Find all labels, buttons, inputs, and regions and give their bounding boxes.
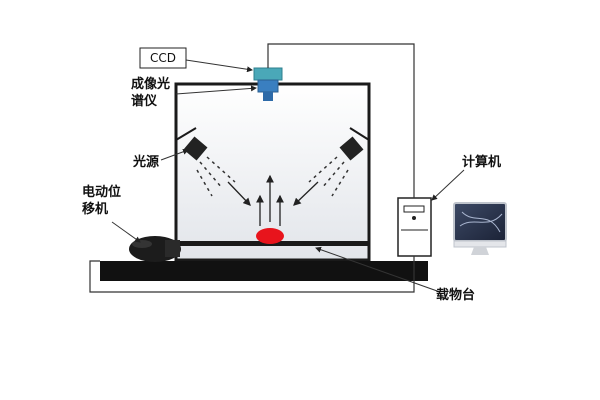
light-source-left-icon [183, 136, 208, 161]
light-source-label: 光源 [132, 154, 159, 170]
computer-label: 计算机 [462, 154, 501, 170]
light-rays [196, 156, 349, 197]
reflection-arrows [256, 174, 284, 226]
spectrometer-label-line1: 成像光 [131, 76, 170, 92]
stage-label: 载物台 [436, 287, 475, 303]
illumination-arrows [227, 181, 319, 206]
base-platform [100, 261, 428, 281]
motor-label-line1: 电动位 [82, 184, 121, 200]
ccd-label-box [139, 47, 187, 69]
computer-monitor-icon [453, 202, 507, 255]
ccd-camera-icon [253, 67, 283, 101]
connection-cables [89, 43, 415, 293]
ccd-label: CCD [150, 51, 176, 65]
spectrometer-label-line2: 谱仪 [131, 93, 158, 109]
light-source-right-icon [339, 136, 364, 161]
label-leader-lines [111, 59, 465, 293]
sample-icon [256, 228, 284, 244]
motor-label-line2: 移机 [82, 201, 108, 217]
computer-tower-icon [397, 197, 432, 257]
